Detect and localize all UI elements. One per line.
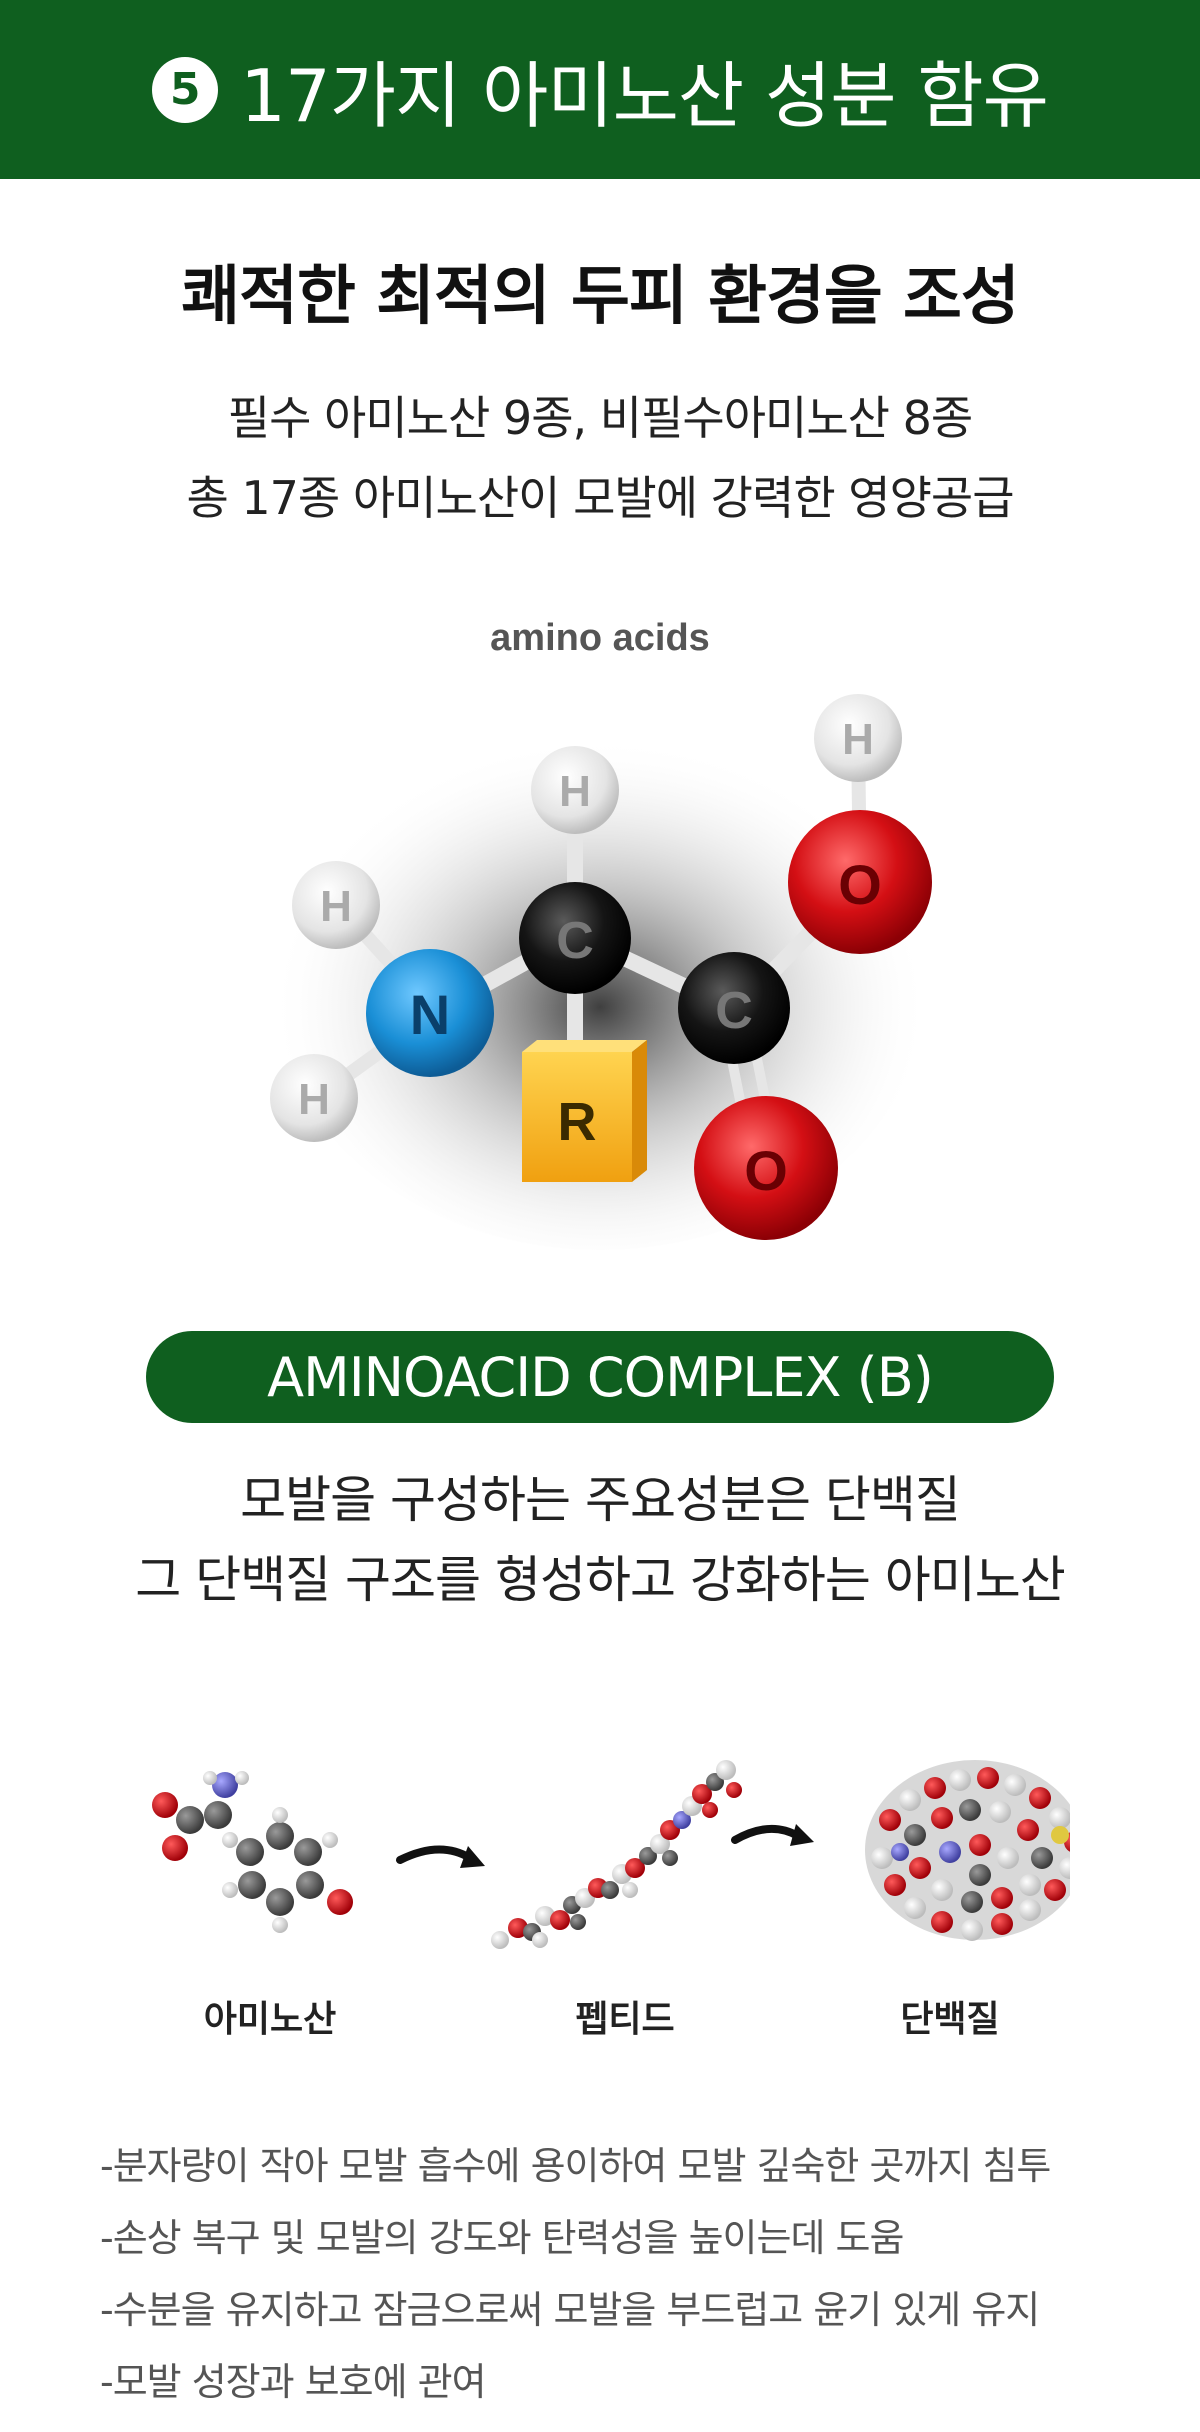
svg-text:H: H bbox=[559, 767, 591, 816]
protein-formation-process: 아미노산 펩티드 단백질 bbox=[130, 1740, 1070, 2060]
peptide-chain-icon bbox=[491, 1760, 742, 1949]
hydrogen-atom-left-bottom: H bbox=[270, 1054, 358, 1142]
nitrogen-atom: N bbox=[366, 949, 494, 1077]
svg-text:H: H bbox=[842, 715, 874, 764]
benefit-item: -모발 성장과 보호에 관여 bbox=[100, 2360, 487, 2404]
svg-text:H: H bbox=[320, 882, 352, 931]
svg-text:R: R bbox=[558, 1092, 597, 1152]
protein-cluster-icon bbox=[865, 1760, 1070, 1941]
carbon-atom-center: C bbox=[519, 882, 631, 994]
description-block-2: 모발을 구성하는 주요성분은 단백질 그 단백질 구조를 형성하고 강화하는 아… bbox=[0, 1460, 1200, 1620]
hydrogen-atom-top: H bbox=[531, 746, 619, 834]
section-title: 17가지 아미노산 성분 함유 bbox=[240, 54, 1049, 138]
amino-acid-illustration: amino acids H H H bbox=[240, 600, 960, 1260]
svg-text:O: O bbox=[744, 1139, 788, 1202]
oxygen-atom-bottom: O bbox=[694, 1096, 838, 1240]
arrow-right-icon bbox=[731, 1824, 802, 1844]
hydrogen-atom-right-top: H bbox=[814, 694, 902, 782]
oxygen-atom-top: O bbox=[788, 810, 932, 954]
description-1-line-1: 필수 아미노산 9종, 비필수아미노산 8종 bbox=[227, 391, 973, 445]
arrow-right-icon bbox=[396, 1845, 474, 1864]
process-illustration-svg bbox=[152, 1760, 1070, 1949]
svg-text:C: C bbox=[715, 982, 753, 1040]
carbon-atom-right: C bbox=[678, 952, 790, 1064]
process-step-amino-acid: 아미노산 bbox=[203, 1999, 337, 2040]
molecule-caption: amino acids bbox=[490, 617, 710, 659]
benefit-item: -수분을 유지하고 잠금으로써 모발을 부드럽고 윤기 있게 유지 bbox=[100, 2288, 1040, 2332]
svg-text:C: C bbox=[556, 912, 594, 970]
r-group-block: R bbox=[522, 1040, 647, 1182]
hydrogen-atom-left-top: H bbox=[292, 861, 380, 949]
arrow-head-icon bbox=[460, 1846, 485, 1868]
aminoacid-complex-badge: AMINOACID COMPLEX (B) bbox=[146, 1331, 1054, 1423]
section-number-badge: 5 bbox=[152, 56, 219, 123]
description-2-line-1: 모발을 구성하는 주요성분은 단백질 bbox=[240, 1471, 961, 1529]
arrow-head-icon bbox=[790, 1824, 814, 1846]
benefit-item: -분자량이 작아 모발 흡수에 용이하여 모발 깊숙한 곳까지 침투 bbox=[100, 2144, 1051, 2188]
section-header: 5 17가지 아미노산 성분 함유 bbox=[0, 0, 1200, 179]
amino-acid-molecule-svg: amino acids H H H bbox=[270, 617, 932, 1250]
amino-acid-molecule-icon bbox=[152, 1771, 353, 1933]
header-content: 5 17가지 아미노산 성분 함유 bbox=[152, 37, 1049, 142]
description-1-line-2: 총 17종 아미노산이 모발에 강력한 영양공급 bbox=[186, 471, 1014, 525]
subtitle-heading: 쾌적한 최적의 두피 환경을 조성 bbox=[181, 260, 1020, 334]
process-step-protein: 단백질 bbox=[900, 1999, 1000, 2040]
benefit-item: -손상 복구 및 모발의 강도와 탄력성을 높이는데 도움 bbox=[100, 2216, 904, 2260]
svg-text:H: H bbox=[298, 1075, 330, 1124]
benefit-list: -분자량이 작아 모발 흡수에 용이하여 모발 깊숙한 곳까지 침투 -손상 복… bbox=[100, 2130, 1100, 2418]
description-block-1: 필수 아미노산 9종, 비필수아미노산 8종 총 17종 아미노산이 모발에 강… bbox=[0, 378, 1200, 538]
process-step-peptide: 펩티드 bbox=[575, 1999, 675, 2040]
svg-text:N: N bbox=[410, 983, 450, 1046]
svg-text:O: O bbox=[838, 853, 882, 916]
description-2-line-2: 그 단백질 구조를 형성하고 강화하는 아미노산 bbox=[135, 1551, 1065, 1609]
